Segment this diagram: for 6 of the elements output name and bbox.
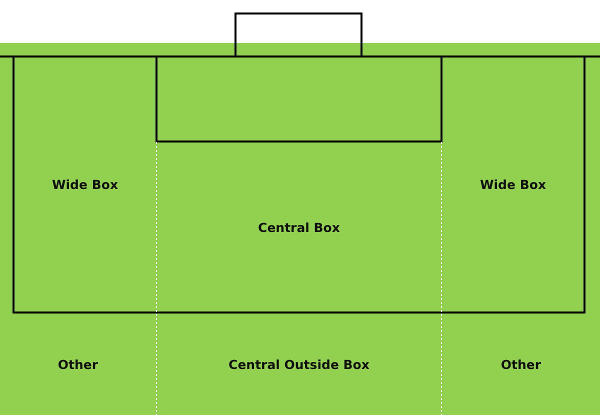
zone-label: Wide Box <box>480 177 546 192</box>
zone-label: Central Outside Box <box>228 356 370 372</box>
zone-label: Other <box>58 356 98 372</box>
zone-label: Wide Box <box>52 177 118 192</box>
zone-label: Central Box <box>258 220 340 234</box>
zone-label: Other <box>500 356 542 372</box>
